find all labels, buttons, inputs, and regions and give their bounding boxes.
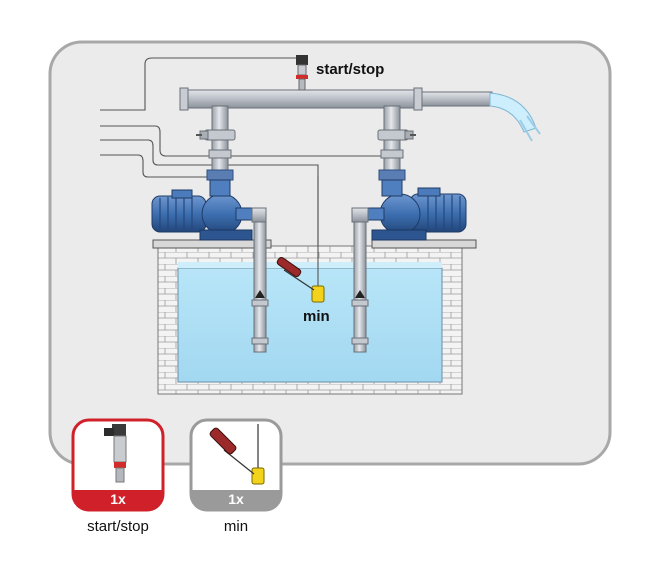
- outflow-jet: [489, 92, 537, 133]
- float-photo-icon: [251, 467, 265, 485]
- legend-caption-min: min: [223, 518, 249, 535]
- legend-qty-min: 1x: [228, 491, 244, 507]
- left-riser: [196, 105, 236, 187]
- legend-card-start-stop: [71, 418, 165, 512]
- flow-arrow-left: [255, 290, 265, 298]
- label-min: min: [303, 308, 330, 325]
- suction-pipe-right: [351, 207, 369, 353]
- legend-caption-start-stop: start/stop: [87, 518, 149, 535]
- label-start-stop: start/stop: [316, 61, 385, 78]
- right-riser: [377, 105, 416, 187]
- pump-base-right: [371, 239, 477, 249]
- sensor-photo-icon: [112, 424, 126, 436]
- control-wires: [100, 57, 391, 284]
- pump-left: [151, 179, 255, 241]
- pressure-sensor-start-stop: [296, 55, 308, 91]
- water-body: [177, 267, 443, 383]
- flow-arrow-right: [355, 290, 365, 298]
- discharge-manifold: [179, 87, 541, 142]
- pump-right: [365, 179, 467, 241]
- float-switch-min: [276, 176, 325, 303]
- legend-card-min: [189, 418, 283, 512]
- suction-pipe-left: [251, 207, 269, 353]
- pump-base-left: [152, 239, 272, 249]
- legend-qty-start-stop: 1x: [110, 491, 126, 507]
